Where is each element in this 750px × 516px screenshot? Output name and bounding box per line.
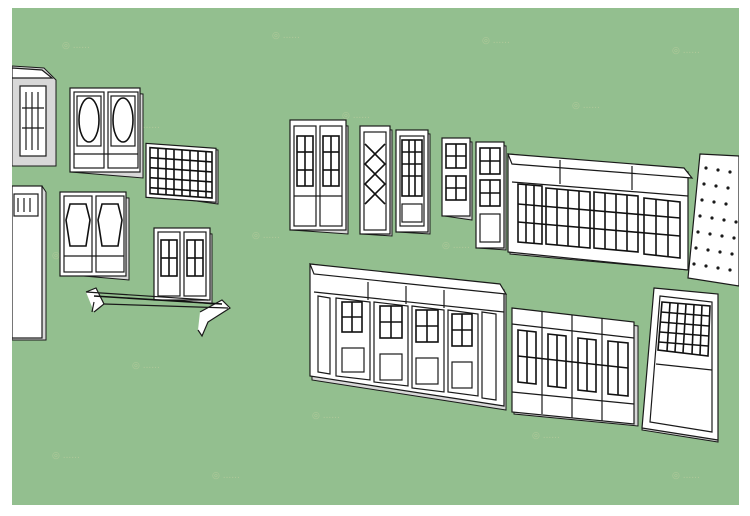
svg-text:◎ ......: ◎ ......	[212, 471, 240, 481]
wide-facade-lattice[interactable]	[507, 153, 694, 271]
model-scene[interactable]: ◎ ...... ◎ ...... ◎ ...... ◎ ...... ◎ ..…	[12, 8, 739, 505]
svg-text:◎ ......: ◎ ......	[272, 31, 300, 41]
svg-text:◎ ......: ◎ ......	[342, 111, 370, 121]
pair-door-a[interactable]	[289, 119, 349, 235]
narrow-door-a[interactable]	[441, 137, 473, 221]
lattice-panel[interactable]	[145, 142, 219, 205]
double-door-hex[interactable]	[59, 191, 130, 281]
svg-text:◎ ......: ◎ ......	[672, 46, 700, 56]
svg-text:◎ ......: ◎ ......	[482, 36, 510, 46]
dotted-screen[interactable]	[687, 153, 739, 287]
single-grid-door[interactable]	[395, 129, 431, 235]
tall-wall-panel[interactable]	[12, 185, 47, 341]
svg-text:◎ ......: ◎ ......	[52, 451, 80, 461]
svg-text:◎ ......: ◎ ......	[532, 431, 560, 441]
pavilion-fragment[interactable]	[12, 65, 57, 167]
bench-frame[interactable]	[85, 287, 231, 338]
single-diamond-door[interactable]	[359, 125, 393, 237]
double-door-ovals[interactable]	[69, 87, 144, 179]
3d-viewport[interactable]: ◎ ...... ◎ ...... ◎ ...... ◎ ...... ◎ ..…	[12, 8, 739, 505]
svg-text:◎ ......: ◎ ......	[62, 41, 90, 51]
svg-text:◎ ......: ◎ ......	[572, 101, 600, 111]
four-door-facade[interactable]	[309, 263, 508, 411]
narrow-door-b[interactable]	[475, 141, 507, 251]
grid-window-door[interactable]	[641, 287, 719, 443]
svg-text:◎ ......: ◎ ......	[252, 231, 280, 241]
svg-text:◎ ......: ◎ ......	[672, 471, 700, 481]
svg-text:◎ ......: ◎ ......	[132, 361, 160, 371]
small-double-door[interactable]	[153, 227, 213, 305]
svg-text:◎ ......: ◎ ......	[312, 411, 340, 421]
screen-dots	[692, 166, 738, 272]
four-panel-door[interactable]	[511, 307, 639, 427]
svg-text:◎ ......: ◎ ......	[442, 241, 470, 251]
svg-text:◎ ......: ◎ ......	[132, 121, 160, 131]
